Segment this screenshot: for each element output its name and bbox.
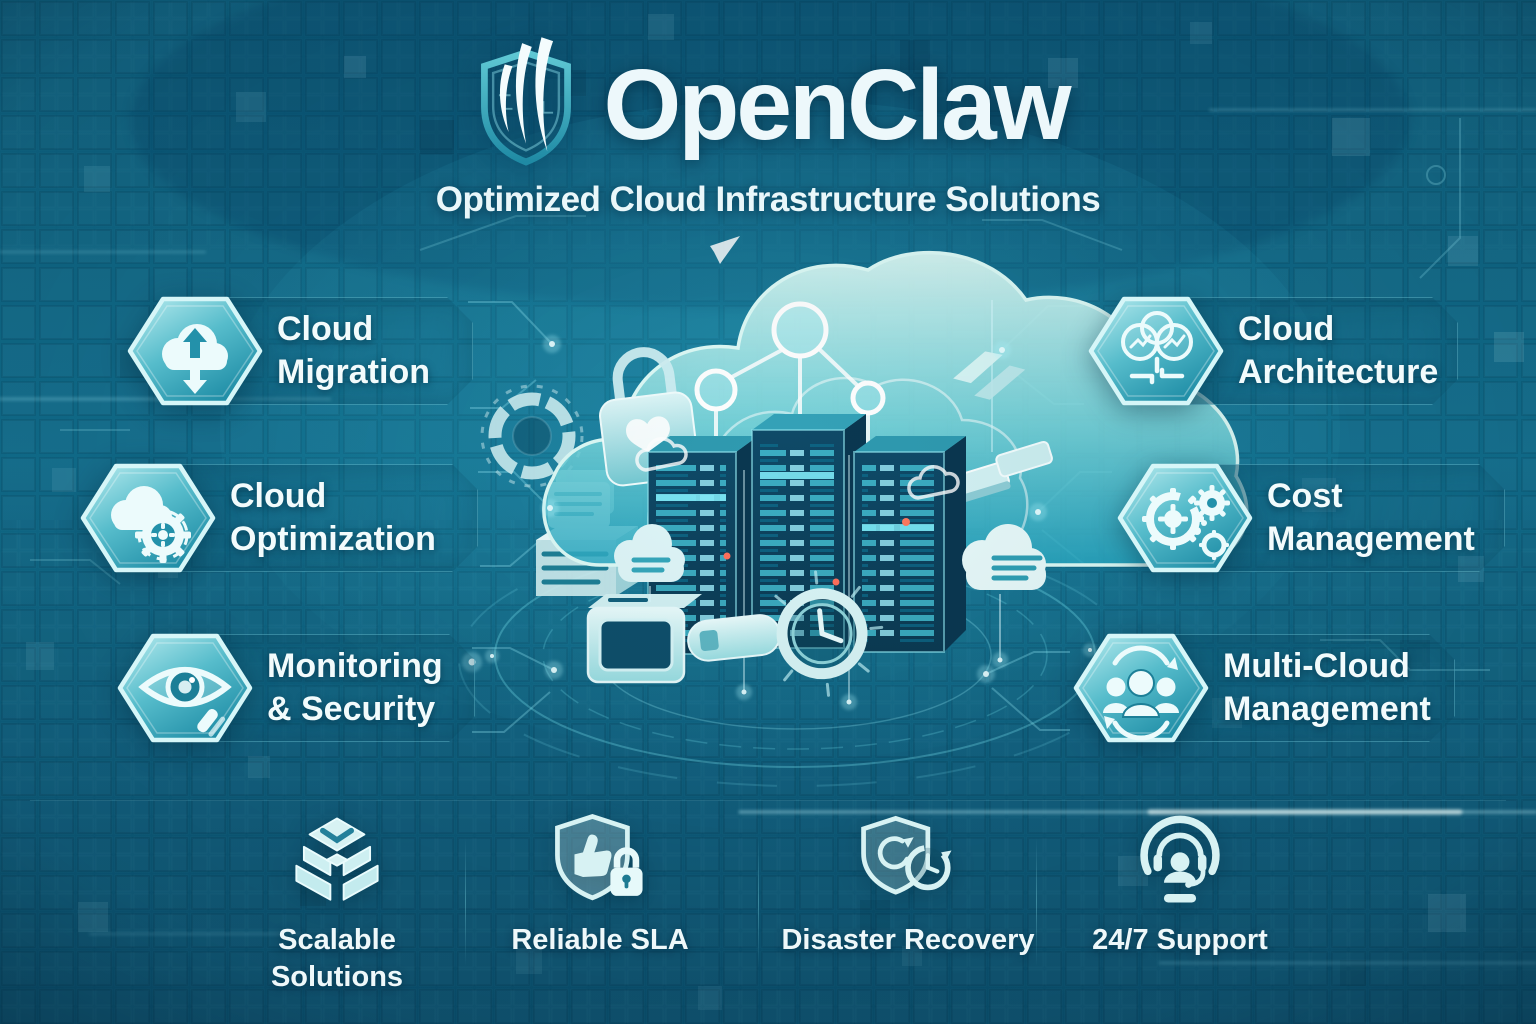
brand-title: OpenClaw <box>603 48 1072 161</box>
shield-thumbsup-lock-icon <box>548 812 652 908</box>
footer-label: Disaster Recovery <box>781 924 1035 956</box>
footer-divider <box>1036 838 1037 966</box>
footer-item-scalable-solutions: Scalable Solutions <box>197 812 477 996</box>
feature-label: Multi-Cloud Management <box>1223 647 1431 728</box>
brand-row: OpenClaw <box>0 34 1536 176</box>
feature-label: Cloud Optimization <box>230 477 436 558</box>
cloud-migration-icon <box>127 296 263 406</box>
footer-divider <box>465 838 466 966</box>
footer-label: Scalable Solutions <box>270 924 404 993</box>
cloud-optimization-gear-icon <box>80 463 216 573</box>
footer-label: Reliable SLA <box>511 924 689 956</box>
shield-recovery-clock-icon <box>856 812 960 908</box>
shield-claw-logo-icon <box>480 37 571 166</box>
tagline: Optimized Cloud Infrastructure Solutions <box>435 180 1101 219</box>
footer-separator-line <box>30 800 1506 801</box>
headset-support-icon <box>1128 812 1232 908</box>
feature-multi-cloud-management: Multi-Cloud Management <box>1071 629 1455 747</box>
footer-item-disaster-recovery: Disaster Recovery <box>768 812 1048 959</box>
feature-label: Monitoring & Security <box>267 647 443 728</box>
feature-label: Cloud Architecture <box>1238 310 1439 391</box>
team-cloud-sync-icon <box>1073 633 1209 743</box>
feature-label: Cost Management <box>1267 477 1475 558</box>
gears-icon <box>1117 463 1253 573</box>
footer-item-247-support: 24/7 Support <box>1040 812 1320 959</box>
footer-label: 24/7 Support <box>1092 924 1268 956</box>
header: OpenClaw Optimized Cloud Infrastructure … <box>0 34 1536 220</box>
feature-cloud-architecture: Cloud Architecture <box>1086 292 1458 410</box>
eye-monitoring-icon <box>117 633 253 743</box>
connected-clouds-icon <box>1088 296 1224 406</box>
feature-cloud-optimization: Cloud Optimization <box>78 459 478 577</box>
footer-divider <box>758 838 759 966</box>
stacked-layers-icon <box>285 812 389 908</box>
feature-label: Cloud Migration <box>277 310 430 391</box>
feature-cost-management: Cost Management <box>1115 459 1505 577</box>
footer-item-reliable-sla: Reliable SLA <box>460 812 740 959</box>
feature-cloud-migration: Cloud Migration <box>125 292 473 410</box>
feature-monitoring-security: Monitoring & Security <box>115 629 475 747</box>
